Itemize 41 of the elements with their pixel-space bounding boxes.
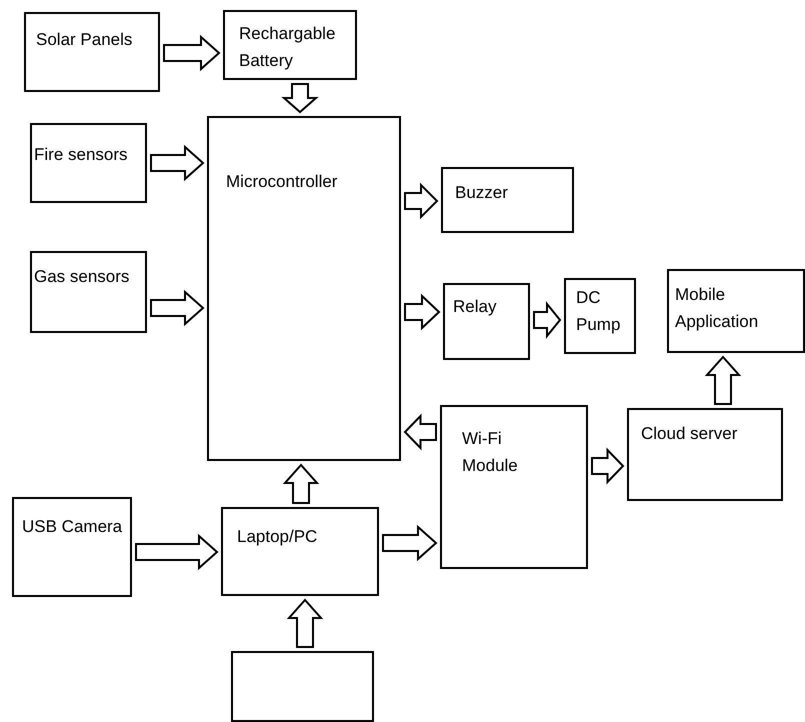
block-label: Laptop/PC [237, 526, 318, 548]
block-arrow [704, 356, 742, 405]
block-box [24, 12, 160, 92]
block-box [564, 278, 636, 354]
block-label: USB Camera [22, 516, 124, 538]
block-box [231, 651, 374, 722]
block-label: Solar Panels [36, 29, 134, 51]
block-arrow [404, 182, 438, 220]
block-arrow [404, 414, 437, 450]
block-arrow [163, 34, 220, 72]
block-box [221, 507, 379, 596]
block-label: Relay [453, 296, 498, 318]
block-box [12, 497, 132, 597]
block-arrow [382, 524, 438, 562]
block-label: Mobile Application [675, 284, 760, 334]
block-label: Cloud server [641, 423, 738, 445]
block-arrow [282, 464, 320, 504]
block-box [30, 251, 147, 333]
block-box [207, 116, 401, 461]
block-label: Microcontroller [226, 171, 338, 193]
block-label: Buzzer [455, 182, 509, 204]
block-label: Wi-Fi Module [462, 428, 519, 478]
block-arrow [591, 448, 624, 484]
block-arrow [150, 144, 204, 182]
block-label: Fire sensors [34, 144, 129, 166]
block-box [30, 123, 147, 203]
block-label: Gas sensors [34, 266, 130, 288]
block-label: Rechargable Battery [239, 23, 336, 72]
block-box [440, 405, 588, 569]
block-arrow [281, 83, 319, 114]
block-arrow [533, 301, 562, 339]
block-box [667, 269, 805, 353]
block-box [443, 283, 530, 360]
block-box [441, 167, 574, 233]
block-box [627, 408, 783, 501]
block-arrow [135, 534, 218, 570]
block-label: DC Pump [576, 287, 622, 336]
block-arrow [150, 290, 204, 326]
block-arrow [404, 294, 440, 330]
block-box [223, 10, 357, 80]
block-arrow [286, 598, 324, 648]
